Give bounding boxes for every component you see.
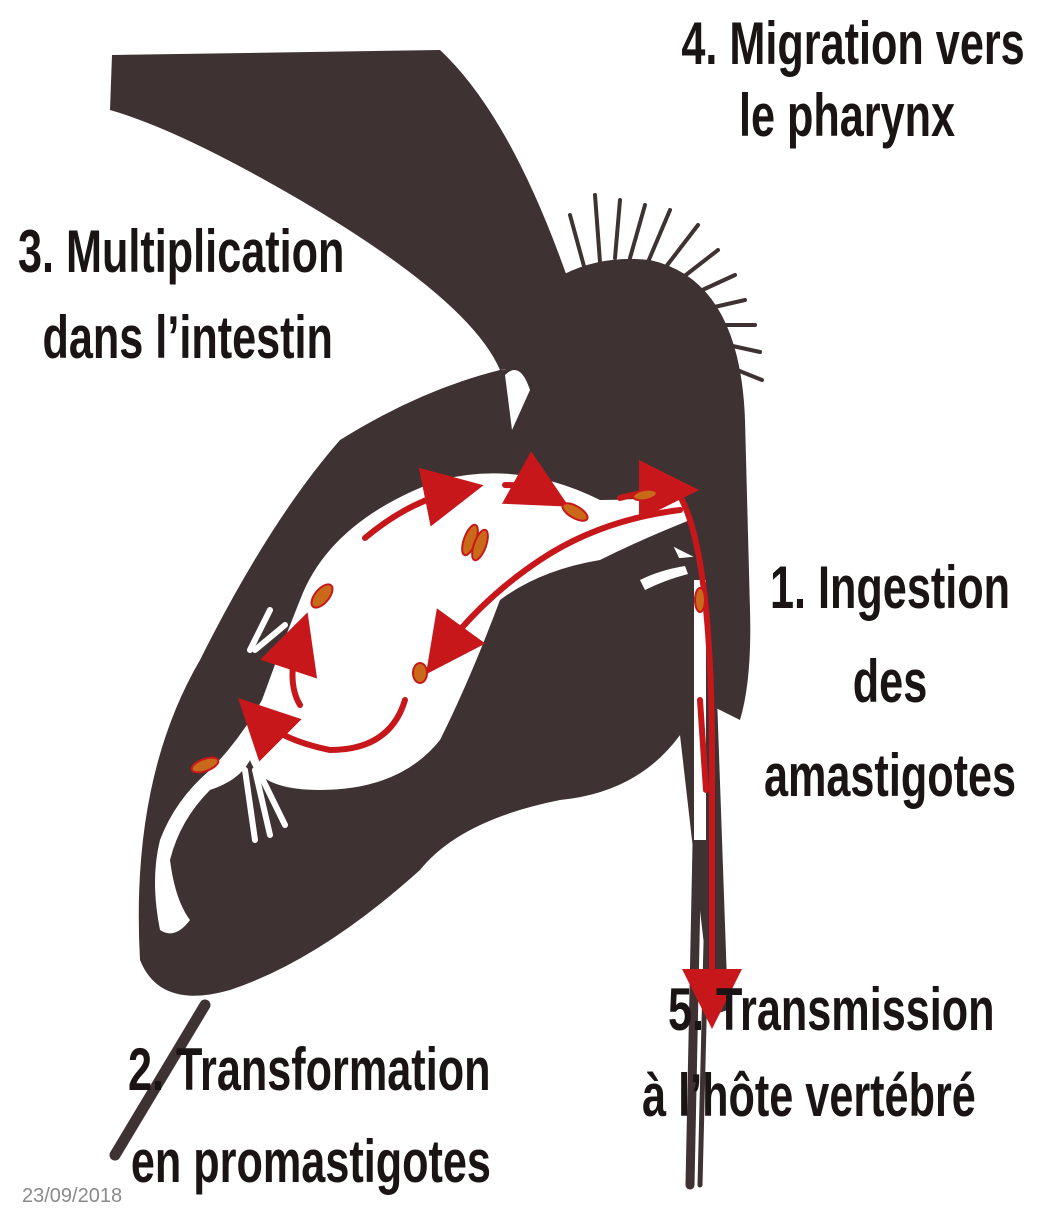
step-1-line3: amastigotes [746, 746, 1034, 806]
step-5-line2: à l’hôte vertébré [642, 1066, 994, 1126]
step-4-line2: le pharynx [681, 86, 1012, 146]
step-1-line1: 1. Ingestion [746, 558, 1034, 652]
step-3-line2: dans l’intestin [18, 308, 344, 368]
step-5-label: 5. Transmission à l’hôte vertébré [668, 980, 995, 1126]
step-1-label: 1. Ingestion des amastigotes [746, 558, 1034, 806]
step-5-line1: 5. Transmission [668, 980, 995, 1066]
step-2-label: 2. Transformation en promastigotes [128, 1040, 491, 1192]
parasite [413, 663, 427, 683]
step-4-line1: 4. Migration vers [681, 14, 1012, 86]
step-2-line1: 2. Transformation [128, 1040, 491, 1132]
step-4-label: 4. Migration vers le pharynx [681, 14, 1012, 146]
footer-date: 23/09/2018 [22, 1186, 122, 1206]
parasite [695, 588, 705, 612]
step-1-line2: des [746, 652, 1034, 746]
step-3-line1: 3. Multiplication [18, 222, 344, 308]
step-2-line2: en promastigotes [128, 1132, 491, 1192]
step-3-label: 3. Multiplication dans l’intestin [18, 222, 344, 368]
